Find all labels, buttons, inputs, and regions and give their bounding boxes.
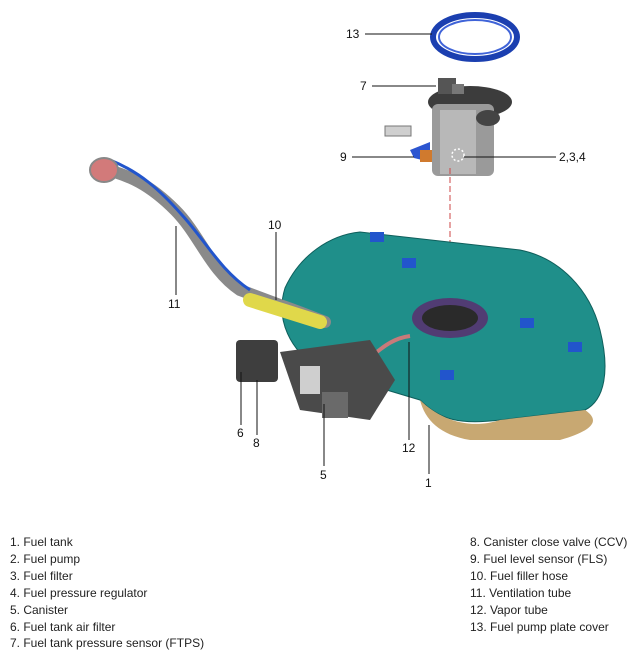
fuel-pump-module (384, 78, 512, 176)
legend-right-column: 8. Canister close valve (CCV) 9. Fuel le… (470, 534, 627, 635)
legend-item: 7. Fuel tank pressure sensor (FTPS) (10, 636, 205, 651)
callout-10: 10 (268, 218, 282, 232)
callout-1: 1 (425, 476, 432, 490)
callout-2-3-4: 2,3,4 (559, 150, 586, 164)
legend-item: 13. Fuel pump plate cover (470, 619, 609, 634)
legend-left-column: 1. Fuel tank 2. Fuel pump 3. Fuel filter… (10, 534, 204, 652)
canister-assembly (236, 340, 395, 420)
callout-5: 5 (320, 468, 327, 482)
legend-item: 3. Fuel filter (10, 568, 73, 583)
legend-item: 12. Vapor tube (470, 602, 548, 617)
legend-item: 6. Fuel tank air filter (10, 619, 116, 634)
callout-8: 8 (253, 436, 260, 450)
callout-7: 7 (360, 79, 367, 93)
legend-item: 4. Fuel pressure regulator (10, 585, 148, 600)
legend-item: 11. Ventilation tube (470, 585, 572, 600)
callout-9: 9 (340, 150, 347, 164)
fuel-system-diagram: 13 7 9 2,3,4 10 11 6 8 5 12 1 (89, 12, 606, 490)
leader-lines (175, 33, 556, 474)
legend-item: 1. Fuel tank (10, 535, 73, 549)
legend-item: 8. Canister close valve (CCV) (470, 535, 628, 549)
legend-item: 5. Canister (10, 602, 69, 617)
legend-item: 10. Fuel filler hose (470, 568, 569, 583)
fuel-pump-plate-cover (430, 12, 520, 62)
legend-item: 9. Fuel level sensor (FLS) (470, 551, 608, 566)
callout-6: 6 (237, 426, 244, 440)
legend-item: 2. Fuel pump (10, 551, 81, 566)
callout-12: 12 (402, 441, 416, 455)
callout-11: 11 (168, 297, 181, 311)
fuel-filler-pipe (89, 157, 331, 329)
callout-13: 13 (346, 27, 360, 41)
